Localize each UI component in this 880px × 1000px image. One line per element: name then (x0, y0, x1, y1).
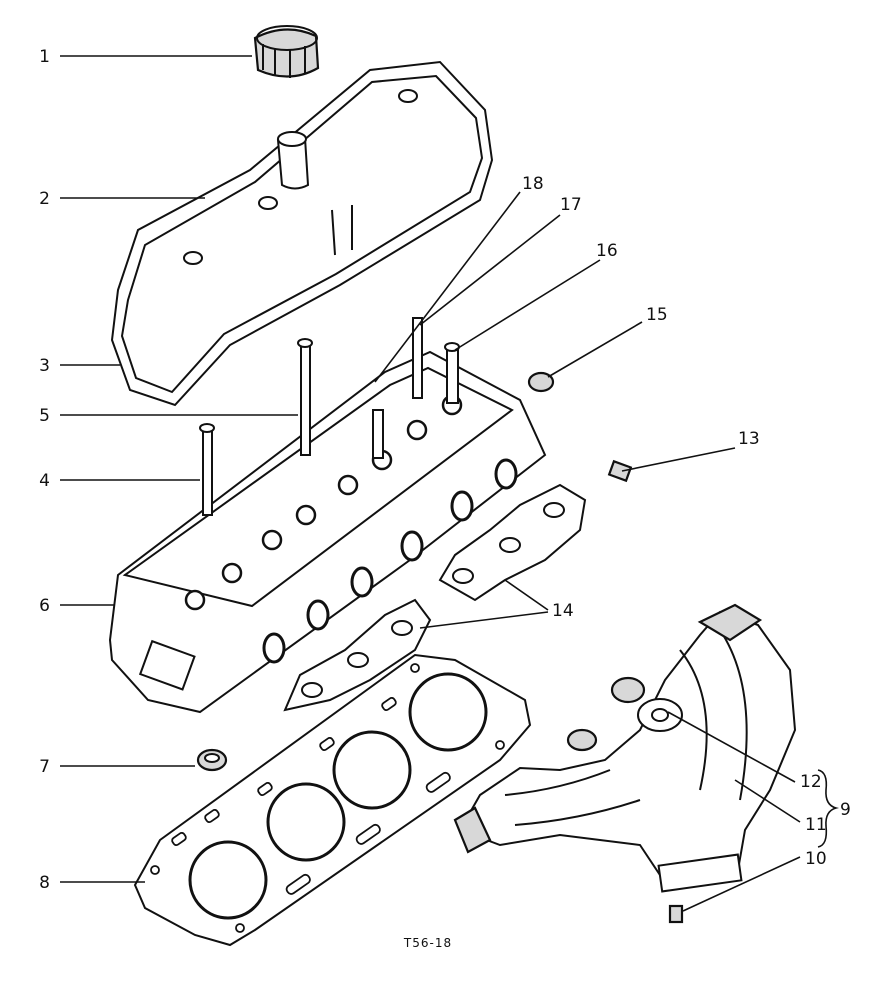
label-12: 12 (800, 772, 822, 792)
label-7: 7 (39, 757, 50, 777)
label-11: 11 (805, 815, 827, 835)
label-8: 8 (39, 873, 50, 893)
manifold-gaskets (283, 483, 587, 712)
rocker-cover (110, 60, 494, 407)
label-18: 18 (522, 174, 544, 194)
label-6: 6 (39, 596, 50, 616)
label-2: 2 (39, 189, 50, 209)
leader-lines (60, 55, 840, 912)
label-16: 16 (596, 241, 618, 261)
label-4: 4 (39, 471, 50, 491)
label-13: 13 (738, 429, 760, 449)
part-labels: 1 2 3 4 5 6 7 8 9 10 11 12 13 14 15 16 1… (39, 47, 851, 893)
label-3: 3 (39, 356, 50, 376)
label-1: 1 (39, 47, 50, 67)
label-17: 17 (560, 195, 582, 215)
sealing-ring (196, 748, 228, 772)
nut (668, 904, 684, 924)
label-15: 15 (646, 305, 668, 325)
filler-cap (253, 25, 320, 78)
cylinder-head (108, 350, 547, 714)
label-14: 14 (552, 601, 574, 621)
label-5: 5 (39, 406, 50, 426)
manifold-assembly (453, 603, 797, 893)
label-10: 10 (805, 849, 827, 869)
stud-small (607, 459, 633, 483)
head-gasket (133, 653, 532, 947)
label-9: 9 (840, 800, 851, 820)
figure-caption: T56-18 (403, 936, 452, 950)
plug (527, 371, 555, 393)
studs (199, 317, 460, 516)
